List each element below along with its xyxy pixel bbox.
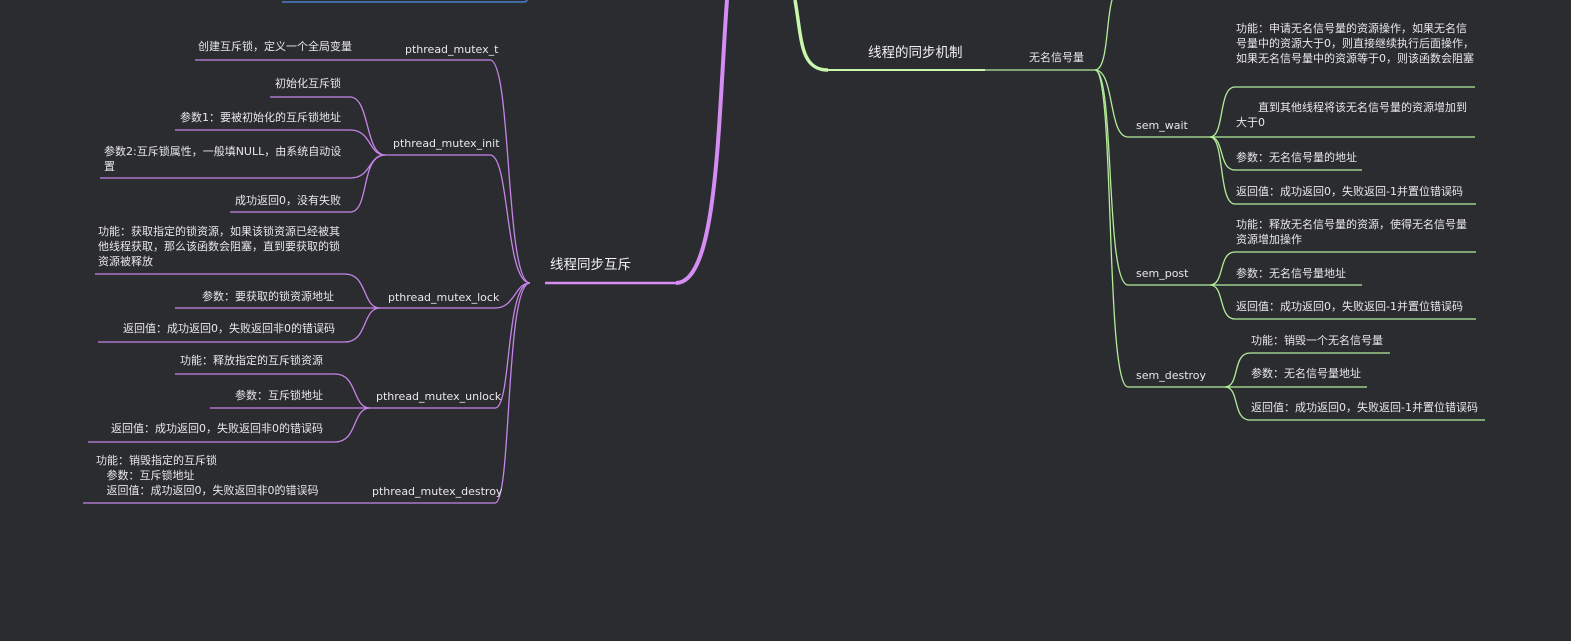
sync-title[interactable]: 线程的同步机制 [868, 45, 963, 61]
edge-init-item-3 [230, 154, 386, 213]
sem-destroy-node[interactable]: sem_destroy [1136, 369, 1207, 382]
mutex-lock-item[interactable]: 参数：要获取的锁资源地址 [202, 290, 334, 303]
edge-to-mutex-unlock [494, 282, 531, 409]
mutex-t-node[interactable]: pthread_mutex_t [405, 43, 499, 56]
mutex-trunk [675, 0, 729, 285]
top-node-edge [282, 0, 528, 3]
edge-lock-item-0 [95, 273, 381, 309]
mutex-lock-node[interactable]: pthread_mutex_lock [388, 291, 500, 304]
mutex-unlock-item[interactable]: 返回值：成功返回0，失败返回非0的错误码 [111, 422, 323, 435]
sem-wait-item[interactable]: 功能：申请无名信号量的资源操作，如果无名信号量中的资源大于0，则直接继续执行后面… [1236, 22, 1474, 65]
sem-wait-node[interactable]: sem_wait [1136, 119, 1188, 132]
sem-wait-item[interactable]: 参数：无名信号量的地址 [1236, 151, 1357, 164]
mutex-lock-item[interactable]: 功能：获取指定的锁资源，如果该锁资源已经被其他线程获取，那么该函数会阻塞，直到要… [98, 225, 340, 268]
edge-to-sem-post [1094, 69, 1129, 286]
mutex-init-item[interactable]: 成功返回0，没有失败 [235, 194, 341, 207]
edge-to-sem-wait [1094, 69, 1129, 138]
mutex-init-item[interactable]: 初始化互斥锁 [275, 77, 341, 90]
sem-node[interactable]: 无名信号量 [1029, 51, 1084, 64]
mutex-t-desc[interactable]: 创建互斥锁，定义一个全局变量 [198, 40, 352, 53]
mutex-title[interactable]: 线程同步互斥 [550, 257, 631, 273]
mutex-unlock-node[interactable]: pthread_mutex_unlock [376, 390, 502, 403]
sem-wait-item[interactable]: 直到其他线程将该无名信号量的资源增加到大于0 [1236, 101, 1467, 129]
sem-post-item[interactable]: 功能：释放无名信号量的资源，使得无名信号量资源增加操作 [1236, 218, 1467, 246]
mutex-unlock-item[interactable]: 功能：释放指定的互斥锁资源 [180, 354, 323, 367]
sem-post-item[interactable]: 参数：无名信号量地址 [1236, 267, 1346, 280]
mutex-destroy-node[interactable]: pthread_mutex_destroy [372, 485, 503, 498]
mutex-lock-item[interactable]: 返回值：成功返回0，失败返回非0的错误码 [123, 322, 335, 335]
edge-post-item-0 [1209, 251, 1476, 286]
edge-to-mutex-destroy [494, 282, 531, 504]
sem-destroy-item[interactable]: 参数：无名信号量地址 [1251, 367, 1361, 380]
edge-to-mutex-t [489, 59, 531, 284]
sem-wait-item[interactable]: 返回值：成功返回0，失败返回-1并置位错误码 [1236, 185, 1463, 198]
edge-init-item-1 [175, 129, 386, 156]
mutex-unlock-item[interactable]: 参数：互斥锁地址 [235, 389, 323, 402]
mutex-init-item[interactable]: 参数1：要被初始化的互斥锁地址 [180, 111, 341, 124]
edge-lock-item-2 [98, 307, 381, 343]
sem-post-node[interactable]: sem_post [1136, 267, 1189, 280]
edge-init-item-0 [270, 96, 386, 156]
sem-destroy-item[interactable]: 功能：销毁一个无名信号量 [1251, 334, 1383, 347]
edge-sem-destroy-item-2 [1224, 386, 1485, 421]
edge-wait-item-0 [1209, 86, 1475, 138]
edge-unlock-item-0 [175, 373, 371, 409]
edge-sem-destroy-item-0 [1224, 352, 1390, 388]
edge-unlock-item-2 [88, 407, 371, 443]
mutex-init-node[interactable]: pthread_mutex_init [393, 137, 500, 150]
edge-post-item-2 [1209, 284, 1476, 320]
sem-destroy-item[interactable]: 返回值：成功返回0，失败返回-1并置位错误码 [1251, 401, 1478, 414]
sem-edge-up [1094, 0, 1113, 71]
edge-wait-item-3 [1209, 136, 1476, 205]
mutex-destroy-desc[interactable]: 功能：销毁指定的互斥锁 参数：互斥锁地址 返回值：成功返回0，失败返回非0的错误… [96, 454, 319, 497]
edge-to-sem-destroy [1094, 69, 1129, 388]
mutex-init-item[interactable]: 参数2:互斥锁属性，一般填NULL，由系统自动设置 [104, 145, 342, 173]
sync-trunk [793, 0, 829, 72]
sem-post-item[interactable]: 返回值：成功返回0，失败返回-1并置位错误码 [1236, 300, 1463, 313]
edge-wait-item-2 [1209, 136, 1362, 171]
edge-to-mutex-init [489, 154, 531, 284]
